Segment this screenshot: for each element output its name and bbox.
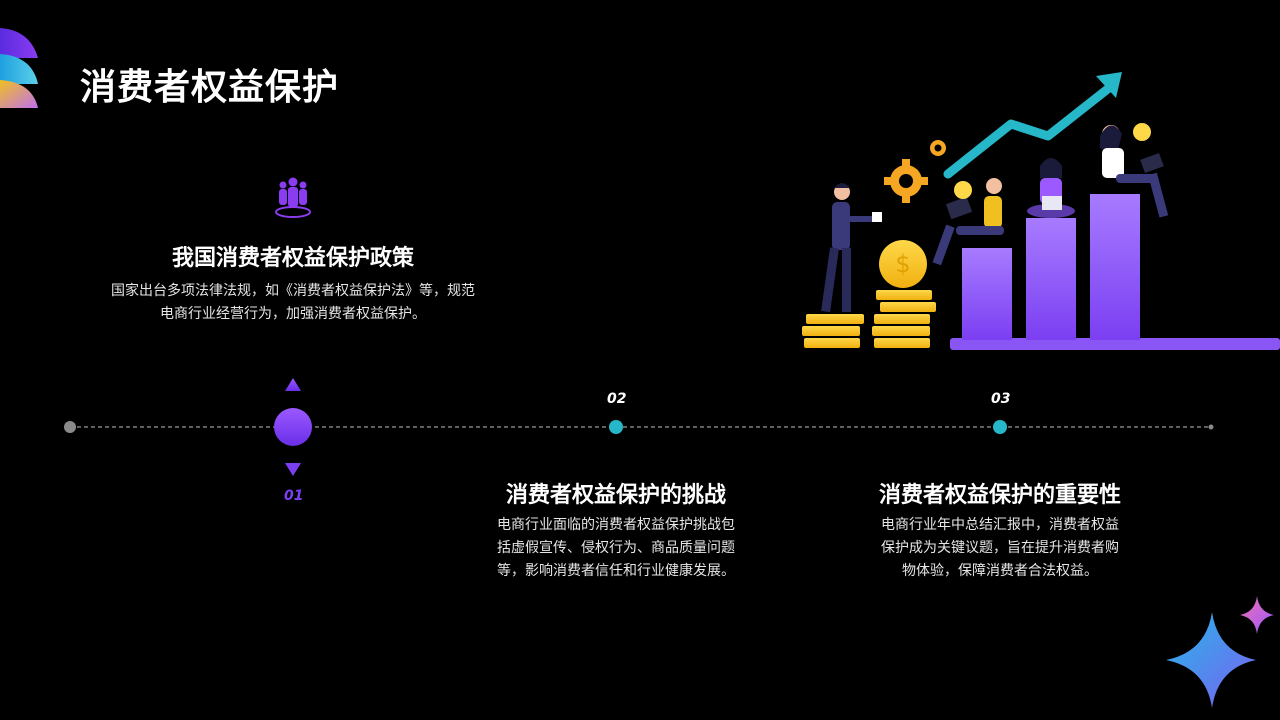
body-line: 电商行业经营行为，加强消费者权益保护。 (160, 306, 426, 322)
item-2-body: 电商行业面临的消费者权益保护挑战包 括虚假宣传、侵权行为、商品质量问题 等，影响… (466, 514, 766, 583)
chart-base (950, 338, 1280, 350)
item-3-body: 电商行业年中总结汇报中，消费者权益 保护成为关键议题，旨在提升消费者购 物体验，… (850, 514, 1150, 583)
step-number-1: 01 (284, 488, 304, 504)
body-line: 国家出台多项法律法规，如《消费者权益保护法》等，规范 (111, 283, 475, 299)
svg-text:$: $ (895, 250, 910, 278)
timeline-node-2 (609, 420, 623, 434)
body-line: 电商行业面临的消费者权益保护挑战包 (497, 517, 735, 533)
timeline (64, 378, 1214, 476)
person-figure (821, 183, 882, 313)
timeline-node-1 (274, 408, 312, 446)
chart-bar (1090, 194, 1140, 340)
person-figure (1027, 158, 1075, 218)
coin-stack (872, 290, 936, 348)
body-line: 保护成为关键议题，旨在提升消费者购 (881, 540, 1119, 556)
people-group-icon (275, 177, 311, 218)
person-figure (1100, 123, 1169, 218)
timeline-start-dot (64, 421, 76, 433)
timeline-end-dot (1208, 424, 1214, 430)
body-line: 等，影响消费者信任和行业健康发展。 (497, 563, 735, 579)
sparkle-decoration (1166, 596, 1274, 708)
growth-illustration: $ (802, 72, 1280, 350)
item-3-title: 消费者权益保护的重要性 (878, 483, 1121, 508)
up-arrow-icon (285, 378, 301, 391)
step-number-3: 03 (991, 391, 1011, 407)
body-line: 括虚假宣传、侵权行为、商品质量问题 (497, 540, 735, 556)
item-1-title: 我国消费者权益保护政策 (171, 246, 414, 271)
lightbulb-icon (1133, 123, 1151, 141)
chart-bar (1026, 218, 1076, 340)
body-line: 物体验，保障消费者合法权益。 (902, 563, 1098, 579)
body-line: 电商行业年中总结汇报中，消费者权益 (881, 517, 1119, 533)
dollar-coin-icon (879, 240, 927, 288)
timeline-node-3 (993, 420, 1007, 434)
coin-stack (802, 314, 864, 348)
corner-fan-decoration (0, 28, 38, 108)
page-title: 消费者权益保护 (80, 67, 340, 108)
item-2-title: 消费者权益保护的挑战 (505, 483, 726, 508)
person-figure (932, 178, 1004, 266)
item-1-body: 国家出台多项法律法规，如《消费者权益保护法》等，规范 电商行业经营行为，加强消费… (60, 280, 526, 326)
sparkle-icon (1240, 596, 1274, 634)
step-number-2: 02 (607, 391, 627, 407)
lightbulb-icon (954, 181, 972, 199)
sparkle-icon (1166, 612, 1256, 708)
gear-icon (930, 140, 946, 156)
down-arrow-icon (285, 463, 301, 476)
gear-icon (884, 159, 928, 203)
trend-arrow-icon (943, 79, 1119, 179)
chart-bar (962, 248, 1012, 340)
